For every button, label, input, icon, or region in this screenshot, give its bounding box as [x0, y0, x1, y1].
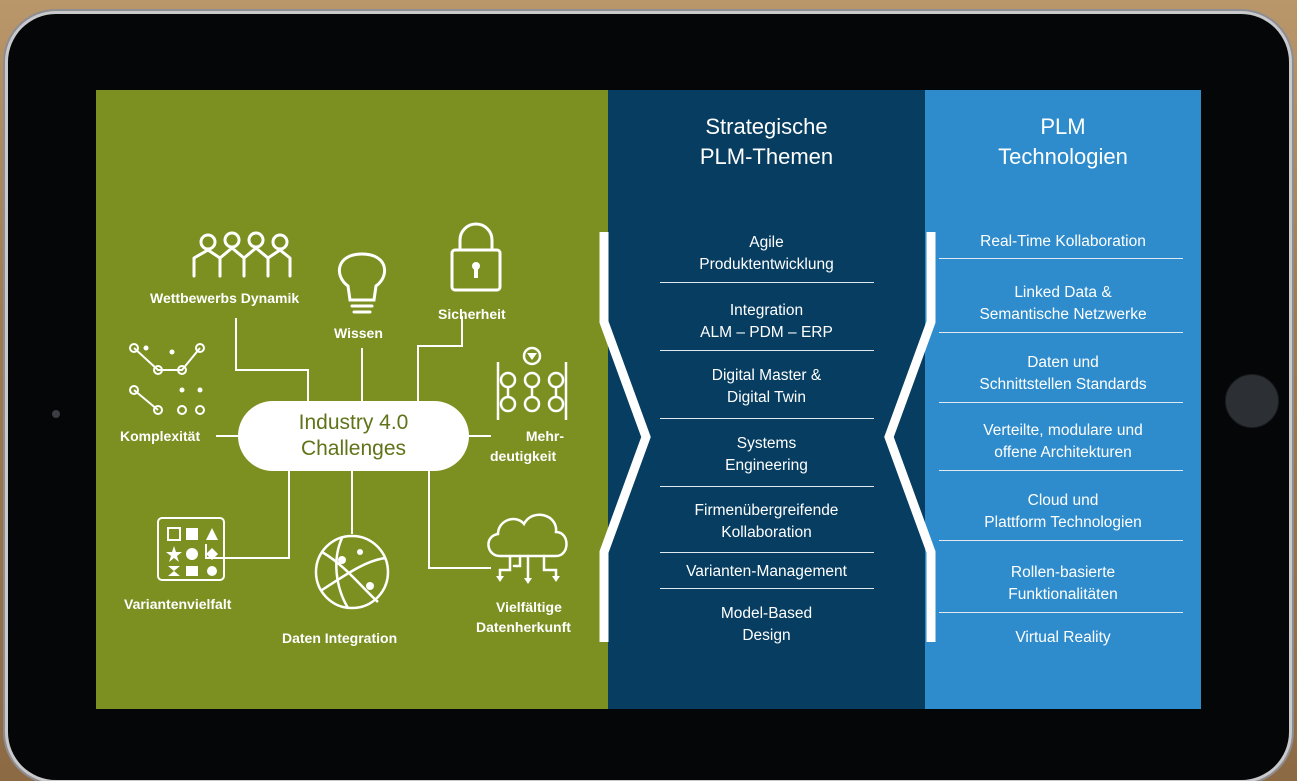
strategic-item-line2: Digital Twin [727, 389, 806, 406]
connector-lines [205, 316, 491, 569]
label-daten-integration: Daten Integration [282, 630, 398, 646]
technologies-item-line2: Funktionalitäten [1008, 586, 1118, 603]
strategic-item-line1: Firmenübergreifende [694, 502, 839, 519]
label-wettbewerbs-dynamik: Wettbewerbs Dynamik [150, 290, 300, 306]
divider-line [660, 350, 874, 351]
technologies-item: Real-Time Kollaboration [925, 228, 1201, 256]
decision-tree-icon [496, 346, 568, 420]
technologies-title-line1: PLM [1040, 114, 1086, 139]
divider-line [939, 258, 1183, 259]
technologies-item-line2: Semantische Netzwerke [979, 306, 1147, 323]
divider-line [660, 486, 874, 487]
strategic-item-line1: Digital Master & [711, 367, 822, 384]
center-title-line2: Challenges [300, 437, 407, 460]
technologies-panel: PLM Technologien Real-Time Kollaboration… [925, 90, 1201, 709]
technologies-item-line2: Plattform Technologien [984, 514, 1142, 531]
label-datenherkunft: Datenherkunft [476, 619, 571, 635]
strategic-item-line1: Agile [749, 234, 784, 251]
label-wissen: Wissen [334, 325, 383, 341]
strategic-item-line1: Model-Based [720, 605, 813, 622]
globe-network-icon [314, 534, 390, 610]
technologies-item-line2: offene Architekturen [994, 444, 1132, 461]
label-sicherheit: Sicherheit [438, 306, 506, 322]
challenges-panel: Wettbewerbs Dynamik Wissen Sicherheit Ko… [96, 90, 608, 709]
technologies-item-line1: Cloud und [1027, 492, 1099, 509]
center-title-line1: Industry 4.0 [298, 411, 409, 434]
padlock-icon [450, 222, 502, 292]
technologies-item-line1: Linked Data & [1014, 284, 1112, 301]
industry-4-0-challenges-badge: Industry 4.0 Challenges [238, 401, 469, 471]
technologies-title: PLM Technologien [925, 112, 1201, 172]
label-mehrdeutigkeit-1: Mehr- [525, 428, 564, 444]
technologies-item-line1: Real-Time Kollaboration [980, 233, 1146, 250]
label-komplexitaet: Komplexität [120, 428, 201, 444]
divider-line [660, 588, 874, 589]
strategic-item-line1: Systems [736, 435, 797, 452]
label-mehrdeutigkeit-2: deutigkeit [490, 448, 557, 464]
strategic-item-line1: Integration [729, 302, 804, 319]
technologies-item-line1: Verteilte, modulare und [983, 422, 1143, 439]
cloud-sources-icon [487, 513, 568, 584]
divider-line [939, 332, 1183, 333]
strategic-title-line2: PLM-Themen [699, 144, 834, 169]
technologies-item-line1: Rollen-basierte [1010, 564, 1116, 581]
technologies-title-line2: Technologien [998, 144, 1128, 169]
divider-line [660, 418, 874, 419]
strategic-item-line2: ALM – PDM – ERP [700, 324, 833, 341]
strategic-item-line2: Produktentwicklung [699, 256, 834, 273]
technologies-item: Linked Data & Semantische Netzwerke [925, 278, 1201, 330]
strategic-item: Digital Master & Digital Twin [608, 358, 925, 416]
people-group-icon [192, 231, 292, 278]
divider-line [939, 612, 1183, 613]
shapes-variants-icon [157, 517, 225, 581]
divider-line [660, 552, 874, 553]
home-button[interactable] [1225, 374, 1279, 428]
technologies-item-line1: Virtual Reality [1015, 629, 1111, 646]
technologies-item: Virtual Reality [925, 624, 1201, 652]
divider-line [939, 470, 1183, 471]
divider-line [939, 402, 1183, 403]
infographic-screen: Wettbewerbs Dynamik Wissen Sicherheit Ko… [96, 90, 1201, 709]
strategic-title-line1: Strategische [705, 114, 828, 139]
technologies-item: Verteilte, modulare und offene Architektu… [925, 416, 1201, 468]
technologies-item-line1: Daten und [1027, 354, 1099, 371]
front-camera [52, 410, 60, 418]
network-nodes-icon [129, 343, 205, 415]
technologies-item-line2: Schnittstellen Standards [979, 376, 1147, 393]
strategic-item-line2: Kollaboration [721, 524, 812, 541]
label-variantenvielfalt: Variantenvielfalt [124, 596, 232, 612]
strategic-item-line2: Design [742, 627, 791, 644]
lightbulb-icon [338, 252, 386, 314]
strategic-item: Varianten-Management [608, 558, 925, 586]
label-vielfaeltige: Vielfältige [496, 599, 562, 615]
divider-line [939, 540, 1183, 541]
chevron-brackets [599, 232, 936, 642]
strategic-item-line2: Engineering [725, 457, 808, 474]
divider-line [660, 282, 874, 283]
strategic-item-line1: Varianten-Management [686, 563, 847, 580]
strategic-title: Strategische PLM-Themen [608, 112, 925, 172]
